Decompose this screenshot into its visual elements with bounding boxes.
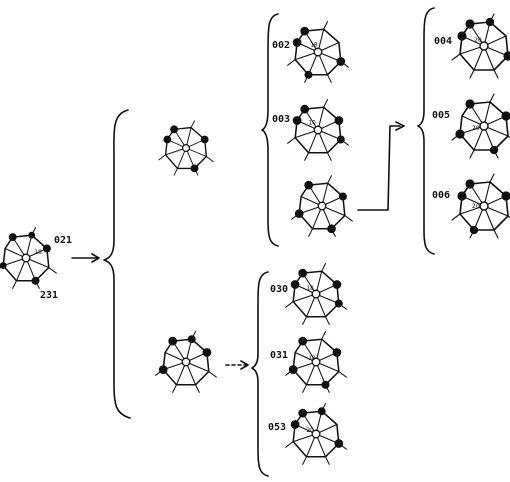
mark-002: 18 — [310, 42, 318, 48]
label-006: 006 — [432, 190, 450, 201]
root-cluster: 18 — [0, 228, 56, 289]
brace-main — [104, 110, 130, 418]
root-inner-mark: 18 — [35, 250, 43, 256]
cluster-053: 20 — [286, 404, 347, 465]
mark-053: 20 — [307, 428, 315, 434]
arrow-lower — [226, 361, 248, 369]
label-031: 031 — [270, 350, 288, 361]
brace-lower — [252, 272, 268, 476]
mark-006: 20 — [472, 203, 480, 210]
arrow-upper-elbow — [358, 122, 404, 210]
brace-right — [418, 8, 434, 254]
cluster-004: 20 — [452, 14, 510, 78]
cluster-005: 20 — [452, 94, 510, 158]
mark-005: 20 — [472, 125, 480, 132]
cluster-lower-mid — [156, 332, 217, 393]
label-231: 231 — [40, 290, 58, 301]
mark-003: 10 — [309, 120, 317, 126]
label-002: 002 — [272, 40, 290, 51]
label-003: 003 — [272, 114, 290, 125]
label-030: 030 — [270, 284, 288, 295]
mark-004: 20 — [474, 37, 482, 44]
arrow-root — [72, 254, 99, 262]
cluster-003: 10 — [288, 100, 349, 161]
cluster-030: 18 — [286, 264, 347, 325]
label-053: 053 — [268, 422, 286, 433]
cluster-upper-mid — [159, 121, 213, 175]
cluster-b1-third — [292, 176, 353, 237]
mark-031: 10 — [308, 356, 316, 362]
cluster-002: 18 — [288, 22, 349, 83]
cluster-006: 20 — [452, 174, 510, 238]
label-021: 021 — [54, 235, 72, 246]
mark-030: 18 — [307, 286, 315, 292]
label-004: 004 — [434, 36, 452, 47]
label-005: 005 — [432, 110, 450, 121]
cluster-031: 10 — [286, 332, 347, 393]
